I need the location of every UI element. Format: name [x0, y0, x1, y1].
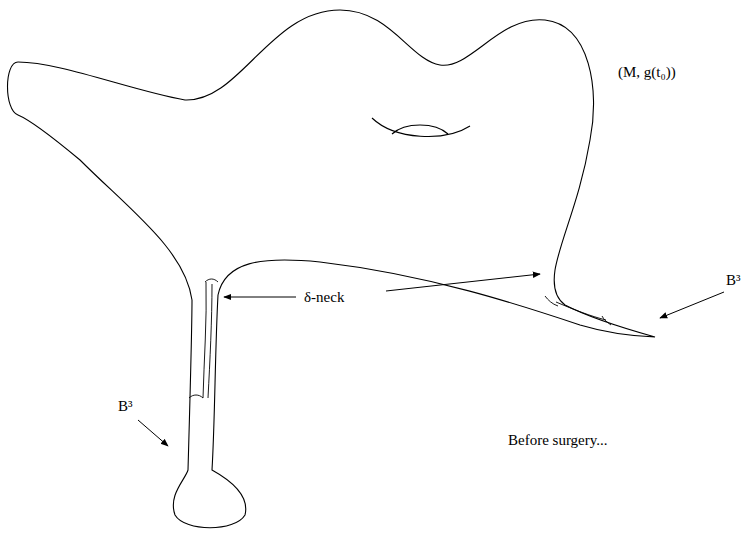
manifold-outline: [8, 10, 656, 528]
torus-hole: [372, 118, 470, 136]
part-label: B³: [118, 398, 133, 415]
part-label: B³: [726, 272, 741, 289]
manifold-label: (M, g(t₀)): [618, 64, 676, 81]
caption-note: Before surgery...: [508, 432, 608, 449]
part-label: δ-neck: [304, 289, 344, 306]
leader-arrows: [138, 274, 724, 446]
torus-hole: [392, 125, 448, 134]
neck-markings: [189, 279, 611, 398]
